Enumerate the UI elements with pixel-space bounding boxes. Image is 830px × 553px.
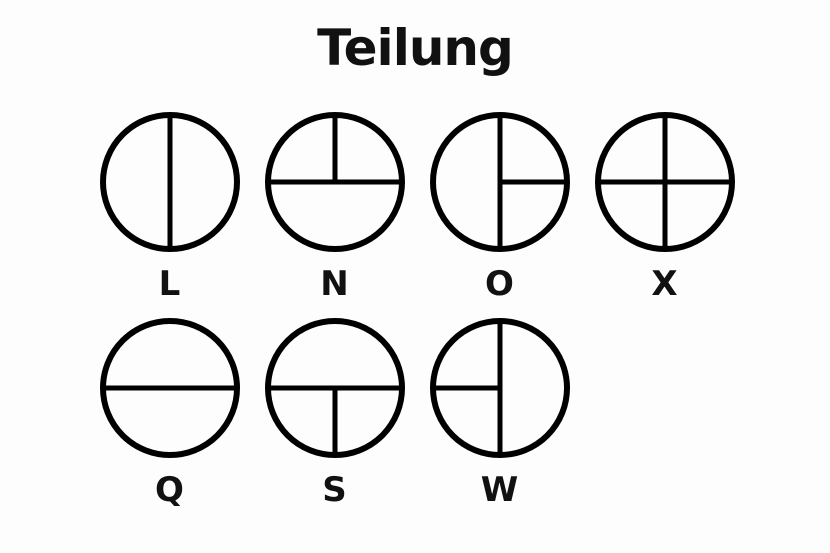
divided-circle-diagram (594, 112, 735, 252)
figure-cell: L (87, 112, 252, 304)
figure-cell: N (252, 112, 417, 304)
figure-label: O (485, 264, 514, 304)
divided-circle-diagram (264, 318, 405, 458)
figure-cell: Q (87, 318, 252, 510)
divided-circle-diagram (99, 318, 240, 458)
figure-label: N (320, 264, 349, 304)
figure-label: X (651, 264, 678, 304)
figure-row-top: L N O X (87, 112, 747, 304)
divided-circle-diagram (264, 112, 405, 252)
figure-row-bottom: Q S W (87, 318, 582, 510)
figure-cell: X (582, 112, 747, 304)
figure-cell: O (417, 112, 582, 304)
figure-label: W (480, 470, 519, 510)
divided-circle-diagram (429, 318, 570, 458)
figure-label: S (322, 470, 347, 510)
figure-cell: S (252, 318, 417, 510)
figure-label: Q (155, 470, 184, 510)
divided-circle-diagram (99, 112, 240, 252)
figure-cell: W (417, 318, 582, 510)
page-title: Teilung (317, 19, 514, 77)
divided-circle-diagram (429, 112, 570, 252)
figure-label: L (158, 264, 181, 304)
